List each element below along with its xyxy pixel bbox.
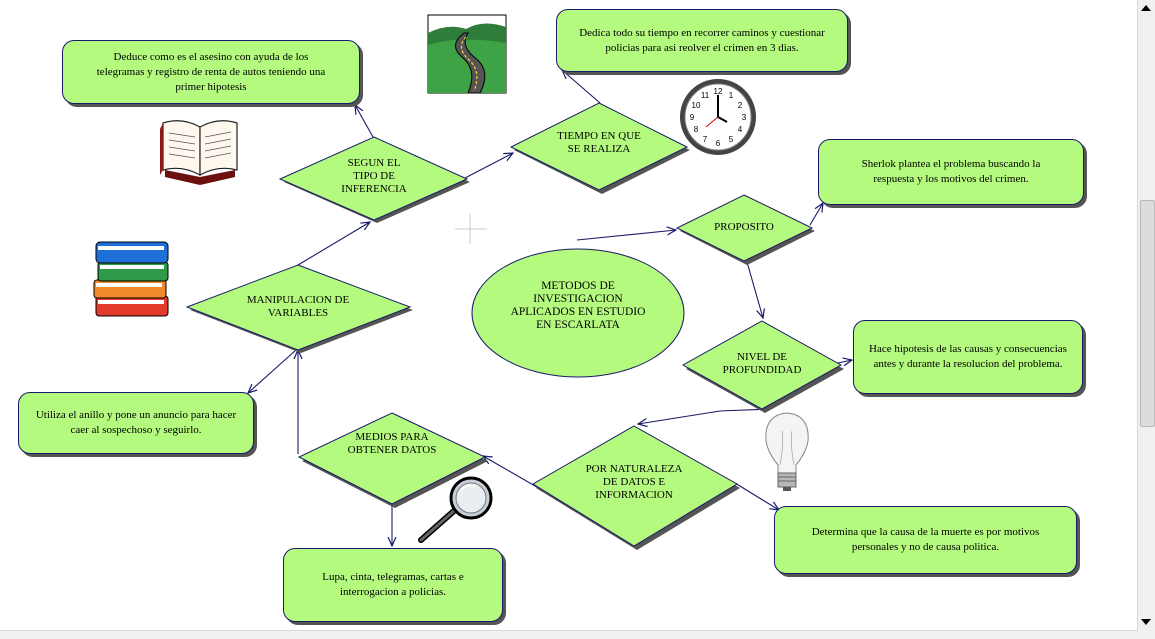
svg-text:2: 2 (738, 101, 743, 110)
svg-text:4: 4 (738, 125, 743, 134)
road-landscape-icon (427, 14, 507, 94)
svg-text:9: 9 (690, 113, 695, 122)
crosshair-icon (455, 214, 487, 244)
note-deduce: Deduce como es el asesino con ayuda de l… (62, 40, 360, 104)
diamond-medios-l2: OBTENER DATOS (347, 444, 437, 456)
diamond-naturaleza (532, 425, 740, 550)
connector-nivel-hace (837, 360, 852, 363)
diamond-segun-l3: INFERENCIA (341, 183, 407, 195)
note-determina: Determina que la causa de la muerte es p… (774, 506, 1077, 574)
note-determina-text: Determina que la causa de la muerte es p… (811, 526, 1040, 553)
diamond-proposito-text: PROPOSITO (694, 221, 794, 234)
note-dedica-text: Dedica todo su tiempo en recorrer camino… (579, 26, 825, 54)
svg-text:10: 10 (692, 101, 701, 110)
svg-text:12: 12 (714, 87, 723, 96)
diamond-nivel-l1: NIVEL DE (737, 351, 787, 363)
svg-text:1: 1 (729, 91, 734, 100)
connector-tiempo-dedica (562, 70, 601, 104)
svg-text:8: 8 (694, 125, 699, 134)
diamond-segun-inferencia (278, 136, 470, 223)
note-sherlok: Sherlok plantea el problema buscando la … (818, 139, 1084, 205)
connector-proposito-sherlok (809, 203, 823, 226)
vertical-scrollbar[interactable] (1137, 0, 1155, 639)
note-deduce-text: Deduce como es el asesino con ayuda de l… (96, 50, 326, 93)
center-line-3: APLICADOS EN ESTUDIO (510, 306, 646, 318)
note-sherlok-text: Sherlok plantea el problema buscando la … (861, 158, 1041, 185)
scroll-down-arrow-icon[interactable] (1141, 619, 1151, 625)
center-title: METODOS DE INVESTIGACION APLICADOS EN ES… (498, 280, 658, 332)
note-lupa: Lupa, cinta, telegramas, cartas e interr… (283, 548, 503, 622)
diamond-medios-l1: MEDIOS PARA (355, 431, 429, 443)
diamond-medios-text: MEDIOS PARA OBTENER DATOS (332, 431, 452, 457)
open-book-icon (160, 120, 238, 185)
stacked-books-icon (93, 241, 169, 317)
connector-segun-deduce (355, 105, 374, 138)
diamond-tiempo-l1: TIEMPO EN QUE (557, 130, 641, 142)
diamond-nivel-text: NIVEL DE PROFUNDIDAD (712, 351, 812, 377)
connector-center-proposito (576, 230, 676, 241)
diamond-tiempo-text: TIEMPO EN QUE SE REALIZA (542, 130, 656, 156)
note-hace: Hace hipotesis de las causas y consecuen… (853, 320, 1083, 394)
diamond-manipulacion-text: MANIPULACION DE VARIABLES (223, 294, 373, 320)
diamonds (185, 102, 844, 550)
diamond-segun-text: SEGUN EL TIPO DE INFERENCIA (324, 157, 424, 196)
connector-manipulacion-utiliza (248, 349, 297, 393)
scrollbar-thumb[interactable] (1140, 200, 1155, 427)
svg-text:11: 11 (701, 91, 710, 100)
magnifying-glass-icon (418, 476, 493, 543)
svg-text:5: 5 (729, 135, 734, 144)
center-line-2: INVESTIGACION (533, 293, 623, 305)
svg-text:6: 6 (716, 139, 721, 148)
horizontal-scrollbar[interactable] (0, 630, 1138, 639)
connectors (248, 70, 852, 546)
connector-proposito-nivel (746, 261, 763, 318)
diamond-segun-l2: TIPO DE (353, 170, 395, 182)
diamond-medios (297, 412, 488, 508)
diamond-proposito-l1: PROPOSITO (714, 221, 774, 233)
connector-nivel-naturaleza (638, 408, 771, 424)
diamond-manipulacion-l1: MANIPULACION DE (246, 294, 350, 306)
note-utiliza-text: Utiliza el anillo y pone un anuncio para… (35, 409, 237, 436)
svg-text:7: 7 (703, 135, 708, 144)
diamond-nivel (681, 320, 844, 413)
note-lupa-text: Lupa, cinta, telegramas, cartas e interr… (322, 571, 464, 598)
connector-naturaleza-determina (734, 482, 779, 510)
diamond-manipulacion-l2: VARIABLES (267, 307, 329, 319)
center-ellipse (471, 248, 685, 378)
connector-naturaleza-medios (483, 456, 543, 491)
svg-text:3: 3 (742, 113, 747, 122)
center-line-4: EN ESCARLATA (536, 319, 620, 331)
diamond-nivel-l2: PROFUNDIDAD (722, 364, 802, 376)
center-line-1: METODOS DE (541, 280, 615, 292)
light-bulb-icon (765, 412, 809, 491)
diamond-tiempo-l2: SE REALIZA (567, 143, 631, 155)
note-hace-text: Hace hipotesis de las causas y consecuen… (869, 343, 1067, 370)
diamond-tiempo (509, 102, 690, 194)
diamond-proposito (675, 194, 815, 265)
diamond-naturaleza-l2: DE DATOS E (602, 476, 666, 488)
diamond-naturaleza-l3: INFORMACION (595, 489, 673, 501)
connector-manipulacion-segun (297, 222, 370, 266)
note-dedica: Dedica todo su tiempo en recorrer camino… (556, 9, 848, 72)
diamond-manipulacion (185, 264, 413, 353)
diamond-naturaleza-l1: POR NATURALEZA (585, 463, 683, 475)
scroll-up-arrow-icon[interactable] (1141, 5, 1151, 11)
diamond-segun-l1: SEGUN EL (347, 157, 401, 169)
note-utiliza: Utiliza el anillo y pone un anuncio para… (18, 392, 254, 454)
connector-segun-tiempo (464, 153, 513, 179)
diamond-naturaleza-text: POR NATURALEZA DE DATOS E INFORMACION (569, 463, 699, 502)
